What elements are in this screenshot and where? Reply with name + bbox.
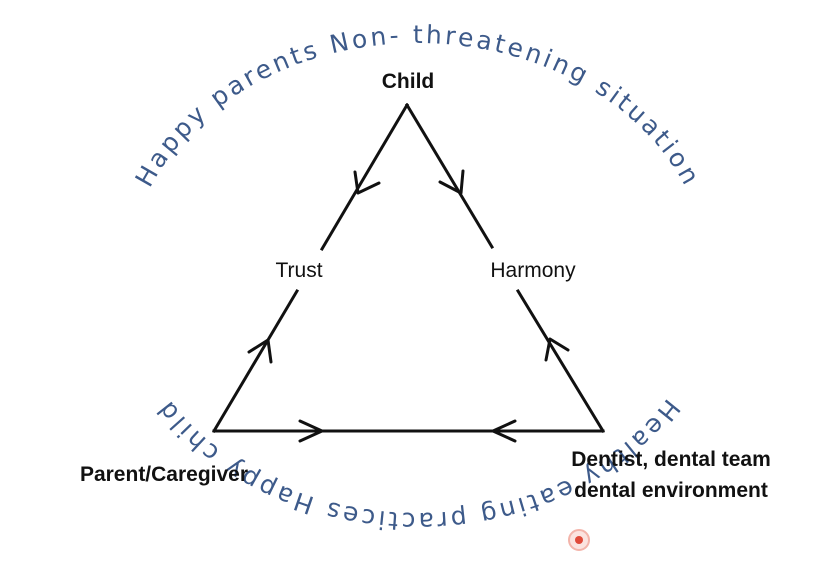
triangle-edges <box>211 102 606 434</box>
edge-label-trust: Trust <box>275 259 322 282</box>
arrow-child-to-harmony <box>438 169 465 195</box>
ring-text-top: Happy parents Non- threatening situation <box>129 20 706 192</box>
arrow-child-to-trust <box>353 170 381 195</box>
arrow-parent-to-trust <box>247 338 273 364</box>
edge-child-harmony <box>404 102 495 250</box>
node-dentist-line2: dental environment <box>574 479 768 502</box>
node-child: Child <box>382 70 435 93</box>
arrow-dentist-to-parent <box>491 419 517 443</box>
red-dot-icon <box>568 529 590 551</box>
node-parent-caregiver: Parent/Caregiver <box>80 463 248 486</box>
arrowheads <box>247 169 570 443</box>
node-dentist-line1: Dentist, dental team <box>571 448 771 471</box>
edge-trust-parent <box>211 288 300 434</box>
arrow-parent-to-dentist <box>298 419 324 443</box>
edge-label-harmony: Harmony <box>490 259 576 282</box>
arrow-dentist-to-harmony <box>544 337 570 362</box>
edge-harmony-dentist <box>515 288 606 434</box>
ring-text-top-path: Happy parents Non- threatening situation <box>129 20 703 192</box>
edge-child-trust <box>319 102 410 252</box>
